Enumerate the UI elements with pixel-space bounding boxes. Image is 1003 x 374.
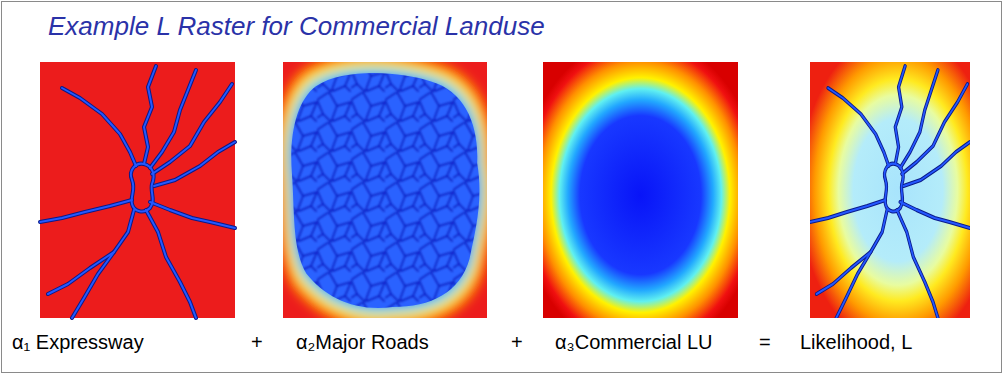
operator-symbol: + xyxy=(511,329,523,355)
likelihood-raster xyxy=(810,62,970,318)
operator-symbol: = xyxy=(759,329,771,355)
diagram-title: Example L Raster for Commercial Landuse xyxy=(48,10,545,42)
major-roads-raster xyxy=(276,54,496,328)
operator-symbol: + xyxy=(251,329,263,355)
raster-caption: α₃Commercial LU xyxy=(555,329,713,355)
expressway-raster xyxy=(40,62,235,318)
raster-caption: α₂Major Roads xyxy=(296,329,429,355)
commercial-landuse-raster xyxy=(543,62,738,318)
raster-caption: α₁ Expressway xyxy=(12,329,144,355)
raster-caption: Likelihood, L xyxy=(800,329,912,355)
